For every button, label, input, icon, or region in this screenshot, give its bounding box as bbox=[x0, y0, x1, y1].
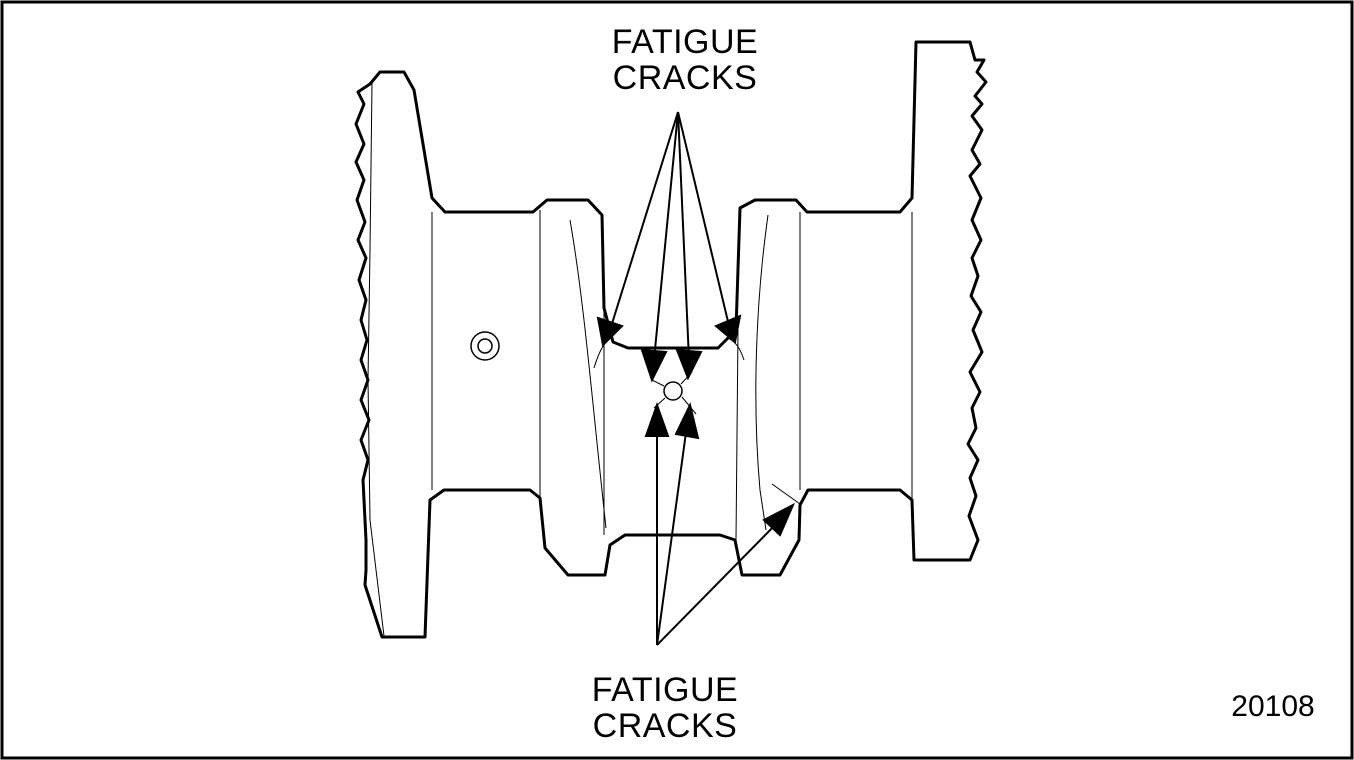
right-web-curve bbox=[755, 214, 769, 531]
bottom-arrows bbox=[644, 402, 796, 646]
left-flange-edge bbox=[367, 81, 385, 637]
figure-number: 20108 bbox=[1231, 690, 1315, 723]
top-label-line2: CRACKS bbox=[612, 59, 758, 97]
left-web-curve bbox=[569, 219, 607, 529]
left-journal-hole-inner bbox=[477, 338, 493, 354]
bottom-label-line2: CRACKS bbox=[592, 707, 738, 745]
arrowhead-icon bbox=[596, 316, 624, 348]
lower-right-crack bbox=[771, 483, 801, 505]
arrowhead-icon bbox=[640, 348, 668, 383]
top-arrows bbox=[596, 111, 742, 383]
bottom-label-line1: FATIGUE bbox=[591, 671, 739, 709]
right-fillet-crack bbox=[727, 337, 745, 361]
top-label-line1: FATIGUE bbox=[611, 23, 759, 61]
arrowhead-icon bbox=[714, 314, 742, 344]
left-journal-hole-outer bbox=[470, 331, 500, 361]
oil-hole-icon bbox=[663, 381, 683, 401]
arrowhead-icon bbox=[644, 402, 670, 437]
arrowhead-icon bbox=[762, 502, 796, 537]
left-flange-outline bbox=[354, 40, 988, 639]
bottom-fatigue-cracks-label: FATIGUE CRACKS bbox=[565, 672, 765, 744]
top-fatigue-cracks-label: FATIGUE CRACKS bbox=[585, 24, 785, 96]
arrowhead-icon bbox=[675, 348, 703, 381]
oil-hole-crack-ul bbox=[651, 379, 665, 387]
arrowhead-icon bbox=[674, 402, 700, 440]
right-fillet-line bbox=[735, 329, 739, 541]
